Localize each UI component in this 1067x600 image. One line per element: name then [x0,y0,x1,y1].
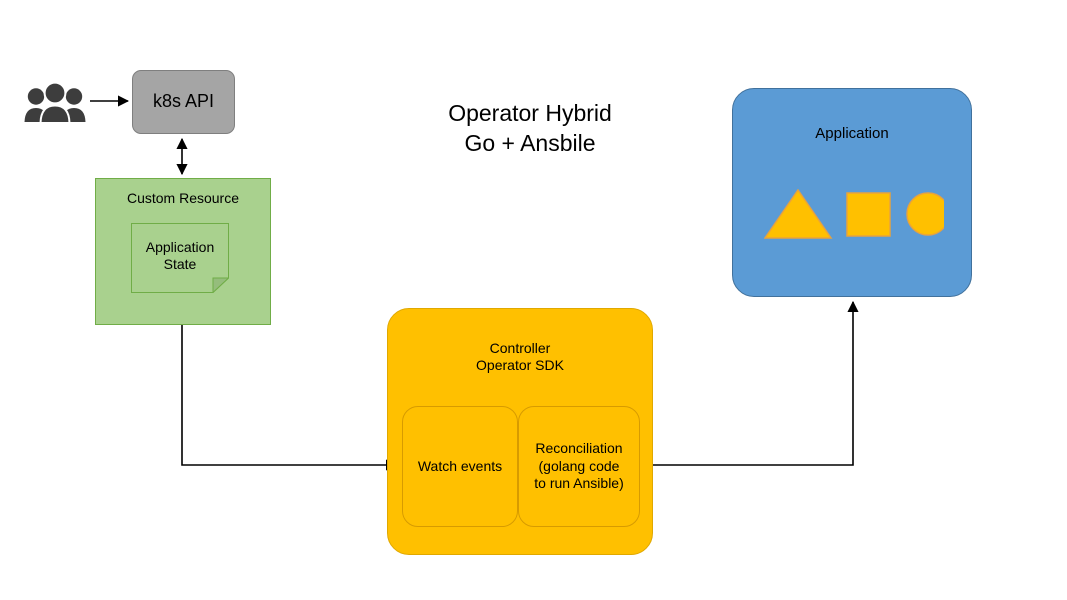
document-folded-corner-icon [131,223,230,294]
application-shapes-group [764,189,944,239]
triangle-shape [764,189,833,239]
reconciliation-label-line1: Reconciliation [535,440,623,457]
k8s-api-node[interactable]: k8s API [132,70,235,134]
k8s-api-label: k8s API [152,91,215,112]
watch-events-node[interactable]: Watch events [402,406,518,527]
diagram-title: Operator Hybrid Go + Ansbile [390,98,670,159]
reconciliation-label-line3: to run Ansible) [534,475,624,492]
diagram-title-line2: Go + Ansbile [464,130,596,157]
application-state-document[interactable]: Application State [131,223,230,294]
reconciliation-label-line2: (golang code [538,457,620,474]
application-state-line2: State [163,256,197,272]
application-label: Application [815,125,889,142]
application-state-line1: Application [145,239,215,256]
edge-custom-resource-to-watch-events [181,325,398,471]
watch-events-label: Watch events [417,457,503,474]
custom-resource-label: Custom Resource [126,190,240,206]
application-state-label: Application State [131,223,229,293]
square-shape [846,192,891,237]
diagram-title-line1: Operator Hybrid [448,100,612,126]
controller-label-line1: Controller [489,340,551,356]
reconciliation-node[interactable]: Reconciliation (golang code to run Ansib… [518,406,640,527]
users-group-icon [24,82,86,124]
controller-label-line2: Operator SDK [476,357,564,374]
circle-shape [906,192,944,236]
edge-reconciliation-to-application [641,300,859,466]
